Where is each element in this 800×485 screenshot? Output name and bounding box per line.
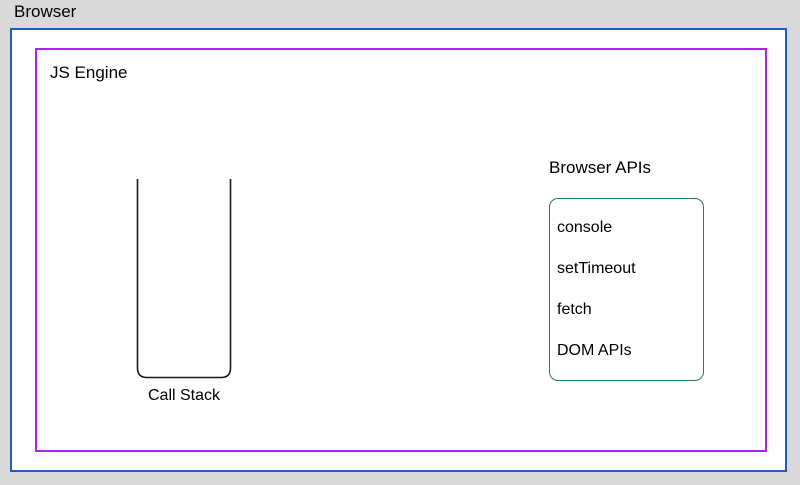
- list-item: console: [557, 219, 613, 236]
- browser-apis-container: [549, 198, 704, 381]
- call-stack-outline: [136, 179, 232, 379]
- list-item: DOM APIs: [557, 342, 632, 359]
- list-item: fetch: [557, 301, 592, 318]
- call-stack-label: Call Stack: [147, 387, 221, 404]
- browser-label: Browser: [14, 2, 77, 21]
- browser-apis-list: console setTimeout fetch DOM APIs: [557, 198, 697, 381]
- browser-apis-label: Browser APIs: [549, 158, 652, 177]
- js-engine-label: JS Engine: [50, 63, 128, 82]
- call-stack-shape: [130, 178, 238, 384]
- list-item: setTimeout: [557, 260, 636, 277]
